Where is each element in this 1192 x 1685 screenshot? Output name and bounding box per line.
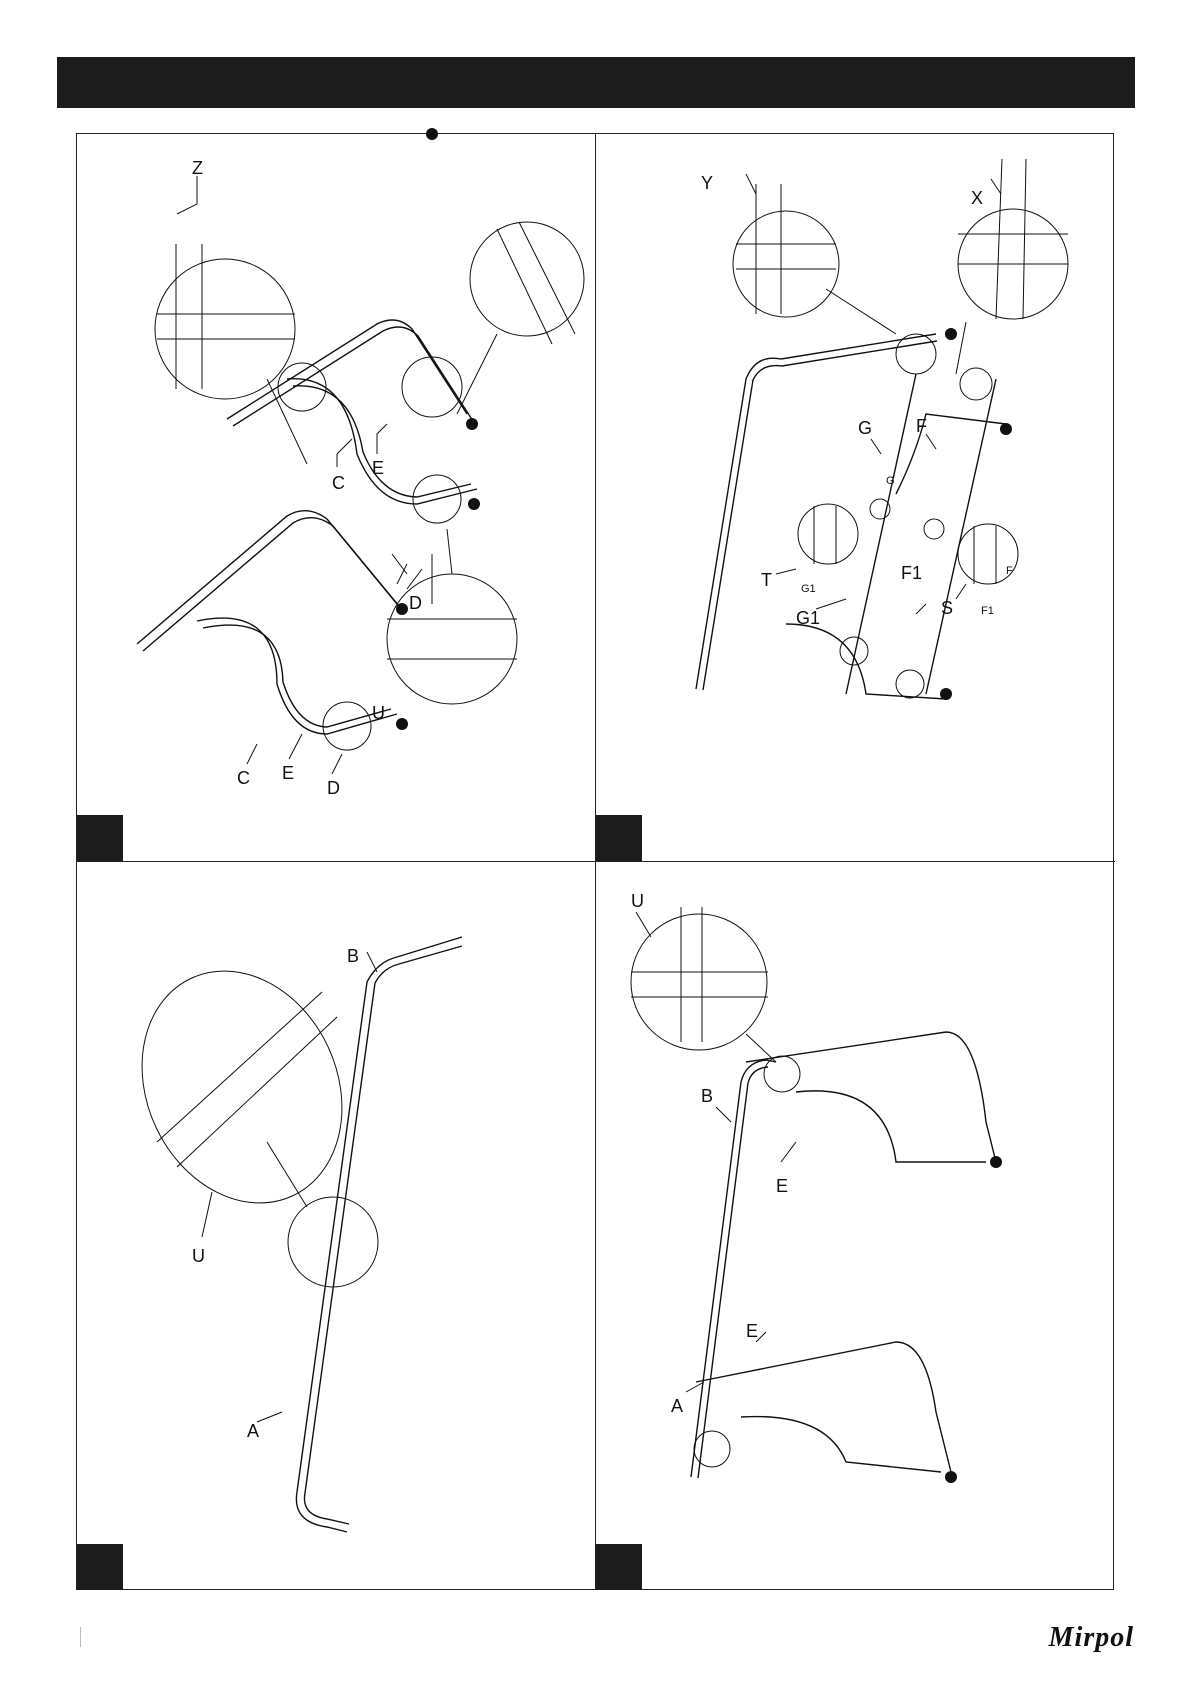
label-E-left: E bbox=[282, 763, 294, 783]
step-number-box-1 bbox=[77, 815, 123, 861]
label-G-small: G bbox=[886, 475, 895, 487]
label-U: U bbox=[192, 1246, 205, 1266]
label-F1-small: F1 bbox=[981, 605, 994, 617]
label-G1-small: G1 bbox=[801, 583, 816, 595]
label-D-left: D bbox=[327, 778, 340, 798]
label-U: U bbox=[631, 891, 644, 911]
label-G: G bbox=[858, 418, 872, 438]
label-Z: Z bbox=[192, 158, 203, 178]
step-number-box-4 bbox=[596, 1544, 642, 1590]
step-number-box-3 bbox=[77, 1544, 123, 1590]
step-1-diagram: Z C E D C E D U bbox=[77, 134, 596, 862]
label-B: B bbox=[701, 1086, 713, 1106]
header-bar bbox=[57, 57, 1135, 108]
label-E-right: E bbox=[776, 1176, 788, 1196]
label-X: X bbox=[971, 188, 983, 208]
label-Y: Y bbox=[701, 173, 713, 193]
step-panel-3: B A U bbox=[77, 862, 596, 1590]
step-2-diagram: Y X G G F T G1 G1 F1 S F1 F bbox=[596, 134, 1115, 862]
label-E-right: E bbox=[372, 458, 384, 478]
label-U: U bbox=[372, 703, 385, 723]
label-A: A bbox=[247, 1421, 259, 1441]
label-A: A bbox=[671, 1396, 683, 1416]
label-C-right: C bbox=[332, 473, 345, 493]
brand-logo: Mirpol bbox=[1049, 1622, 1134, 1654]
step-3-diagram: B A U bbox=[77, 862, 596, 1590]
label-D-right: D bbox=[409, 593, 422, 613]
step-panel-1: Z C E D C E D U bbox=[77, 134, 596, 862]
step-panel-2: Y X G G F T G1 G1 F1 S F1 F bbox=[596, 134, 1115, 862]
footer-divider bbox=[80, 1627, 81, 1647]
instruction-grid: Z C E D C E D U bbox=[76, 133, 1114, 1590]
step-number-box-2 bbox=[596, 815, 642, 861]
label-F1: F1 bbox=[901, 563, 922, 583]
label-E-left: E bbox=[746, 1321, 758, 1341]
step-4-diagram: U B E A E bbox=[596, 862, 1115, 1590]
label-F-small: F bbox=[1006, 565, 1013, 577]
label-G1: G1 bbox=[796, 608, 820, 628]
label-F: F bbox=[916, 416, 927, 436]
label-C-left: C bbox=[237, 768, 250, 788]
step-panel-4: U B E A E bbox=[596, 862, 1115, 1590]
label-T: T bbox=[761, 570, 772, 590]
label-B: B bbox=[347, 946, 359, 966]
label-S: S bbox=[941, 598, 953, 618]
